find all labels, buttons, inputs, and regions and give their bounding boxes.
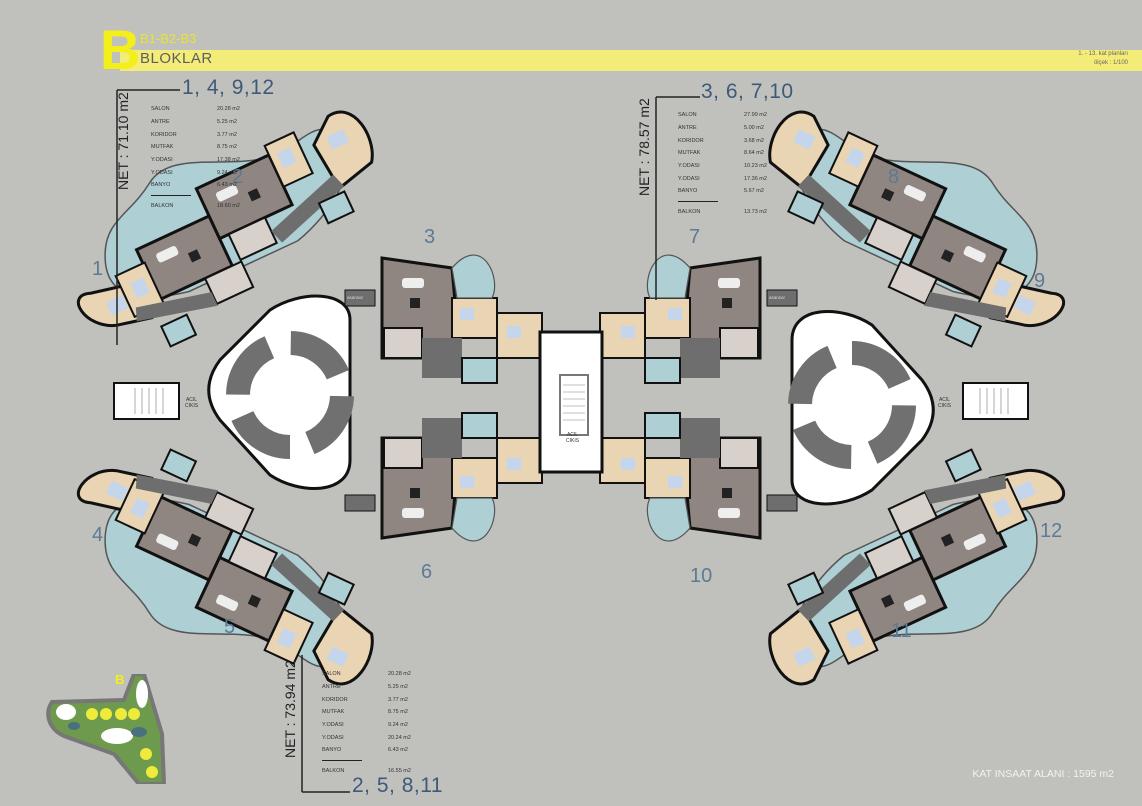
block-codes: B1-B2-B3: [140, 31, 197, 46]
unit-group-label: 1, 4, 9,12: [182, 76, 275, 99]
header-band: [120, 50, 1142, 71]
elevator-bottom-right: [766, 494, 798, 512]
wing-top-right: [726, 83, 1102, 376]
unit-group-label: 2, 5, 8,11: [352, 774, 444, 797]
unit-number-11: 11: [891, 620, 912, 642]
divider: [151, 194, 191, 196]
elevator-top-left: [344, 289, 376, 307]
wing-bottom-right: [726, 420, 1102, 713]
unit-number-2: 2: [232, 166, 244, 188]
page-title: BLOKLAR: [140, 50, 213, 67]
emergency-stair-left: [113, 382, 180, 420]
unit-number-3: 3: [424, 226, 436, 248]
unit-number-1: 1: [92, 258, 104, 280]
net-area-label: NET : 78.57 m2: [636, 98, 652, 196]
floor-area-total: KAT INSAAT ALANI : 1595 m2: [972, 768, 1114, 780]
center-unit-3: [380, 253, 544, 385]
center-unit-6: [380, 411, 544, 543]
elevator-top-right: [766, 289, 798, 307]
block-letter: B: [100, 18, 140, 81]
emergency-stair-right: [962, 382, 1029, 420]
site-key-map: [46, 674, 167, 784]
center-unit-10: [598, 411, 762, 543]
elevator-label: asansor: [347, 295, 364, 300]
unit-number-9: 9: [1034, 270, 1046, 292]
elevator-bottom-left: [344, 494, 376, 512]
site-map-block-marker: B: [115, 672, 125, 687]
unit-number-6: 6: [421, 561, 433, 583]
unit-number-7: 7: [689, 226, 701, 248]
scale-note: ölçek : 1/100: [1093, 60, 1128, 66]
floors-note: 1. - 13. kat planları: [1078, 51, 1128, 57]
unit-group-label: 3, 6, 7,10: [701, 80, 794, 103]
unit-number-5: 5: [224, 616, 236, 638]
divider: [678, 200, 718, 202]
unit-number-12: 12: [1040, 520, 1063, 542]
center-unit-7: [598, 253, 762, 385]
elevator-label: asansor: [769, 295, 786, 300]
unit-number-8: 8: [888, 166, 900, 188]
unit-number-4: 4: [92, 524, 104, 546]
net-area-label: NET : 73.94 m2: [282, 660, 298, 758]
divider: [322, 759, 362, 761]
stair-core-right: [792, 311, 933, 503]
net-area-label: NET : 71.10 m2: [115, 92, 131, 190]
unit-number-10: 10: [690, 565, 713, 587]
stair-core-left: [209, 296, 350, 488]
